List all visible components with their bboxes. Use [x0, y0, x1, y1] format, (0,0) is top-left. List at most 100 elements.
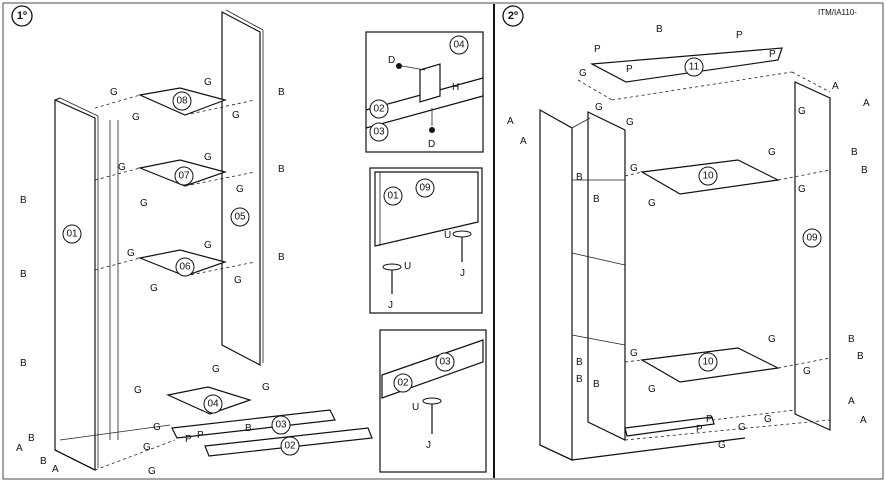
panel-05	[221, 9, 264, 366]
svg-text:G: G	[212, 364, 220, 375]
svg-text:02: 02	[284, 441, 296, 452]
svg-text:03: 03	[373, 127, 385, 138]
panel-11	[577, 47, 793, 101]
svg-text:G: G	[626, 117, 634, 128]
svg-text:B: B	[20, 269, 27, 280]
svg-text:05: 05	[234, 212, 246, 223]
svg-text:G: G	[143, 442, 151, 453]
svg-text:G: G	[204, 152, 212, 163]
callout-07: 07	[174, 166, 194, 186]
svg-text:B: B	[861, 165, 868, 176]
svg-text:B: B	[245, 423, 252, 434]
svg-text:03: 03	[275, 420, 287, 431]
detail-box-bracket: 04 02 03 D D H	[365, 31, 484, 153]
svg-text:G: G	[134, 385, 142, 396]
svg-text:G: G	[648, 384, 656, 395]
svg-text:G: G	[630, 163, 638, 174]
svg-text:G: G	[718, 440, 726, 451]
svg-text:A: A	[520, 136, 527, 147]
svg-text:P: P	[706, 414, 713, 425]
svg-text:04: 04	[453, 40, 465, 51]
svg-text:G: G	[262, 382, 270, 393]
svg-text:G: G	[232, 110, 240, 121]
callout-04b: 04	[449, 35, 469, 55]
svg-text:B: B	[576, 357, 583, 368]
callout-02d: 02	[393, 373, 413, 393]
callout-09: 09	[802, 228, 822, 248]
svg-text:G: G	[118, 162, 126, 173]
svg-text:G: G	[768, 147, 776, 158]
svg-text:B: B	[576, 172, 583, 183]
rail-03	[171, 409, 336, 439]
svg-text:G: G	[630, 348, 638, 359]
base-lines	[54, 424, 176, 471]
svg-text:B: B	[278, 252, 285, 263]
svg-text:G: G	[148, 466, 156, 477]
svg-text:09: 09	[806, 233, 818, 244]
step1-badge: 1º	[11, 5, 33, 27]
svg-text:G: G	[764, 414, 772, 425]
callout-09c: 09	[415, 178, 435, 198]
svg-text:J: J	[388, 300, 393, 311]
callout-03: 03	[271, 415, 291, 435]
svg-text:B: B	[851, 147, 858, 158]
svg-text:P: P	[769, 49, 776, 60]
svg-text:07: 07	[178, 171, 190, 182]
svg-text:G: G	[110, 87, 118, 98]
svg-text:G: G	[236, 184, 244, 195]
callout-02: 02	[280, 436, 300, 456]
assembled-left-unit	[539, 108, 746, 461]
svg-text:G: G	[595, 102, 603, 113]
svg-text:11: 11	[689, 62, 700, 73]
svg-text:B: B	[278, 87, 285, 98]
svg-text:01: 01	[66, 229, 78, 240]
svg-text:08: 08	[176, 96, 188, 107]
svg-text:G: G	[648, 198, 656, 209]
detail-box-cam-02-03: 03 02 U J	[379, 329, 487, 473]
svg-text:06: 06	[179, 262, 191, 273]
svg-text:P: P	[736, 30, 743, 41]
svg-text:P: P	[594, 44, 601, 55]
svg-text:U: U	[444, 230, 451, 241]
callout-11: 11	[684, 57, 704, 77]
svg-text:H: H	[452, 82, 459, 93]
detail-box-cam-01-09: 01 09 U U J J	[369, 167, 483, 314]
svg-text:01: 01	[387, 191, 399, 202]
svg-text:J: J	[460, 268, 465, 279]
svg-text:B: B	[278, 164, 285, 175]
svg-text:B: B	[576, 374, 583, 385]
callout-01: 01	[62, 224, 82, 244]
svg-text:B: B	[20, 195, 27, 206]
svg-text:A: A	[52, 464, 59, 475]
svg-text:G: G	[234, 275, 242, 286]
svg-text:A: A	[507, 116, 514, 127]
step1-badge-label: 1º	[17, 10, 27, 22]
svg-text:P: P	[185, 434, 192, 445]
svg-text:A: A	[848, 396, 855, 407]
middle-divider	[109, 120, 119, 440]
svg-text:B: B	[848, 334, 855, 345]
svg-text:G: G	[738, 422, 746, 433]
svg-text:U: U	[404, 261, 411, 272]
callout-02b: 02	[369, 99, 389, 119]
callout-06: 06	[175, 257, 195, 277]
callout-08: 08	[172, 91, 192, 111]
svg-text:G: G	[127, 248, 135, 259]
document-code: ITM/IA110-	[818, 8, 857, 17]
svg-text:G: G	[204, 240, 212, 251]
step2-badge-label: 2º	[508, 10, 518, 22]
svg-text:04: 04	[207, 399, 219, 410]
svg-text:G: G	[140, 198, 148, 209]
svg-text:B: B	[593, 194, 600, 205]
svg-text:10: 10	[702, 171, 714, 182]
panel-01	[54, 97, 99, 471]
svg-text:09: 09	[419, 183, 431, 194]
svg-text:B: B	[40, 456, 47, 467]
svg-text:B: B	[593, 379, 600, 390]
svg-text:G: G	[798, 106, 806, 117]
svg-text:G: G	[150, 283, 158, 294]
svg-text:03: 03	[439, 357, 451, 368]
callout-03d: 03	[435, 352, 455, 372]
svg-text:U: U	[412, 402, 419, 413]
